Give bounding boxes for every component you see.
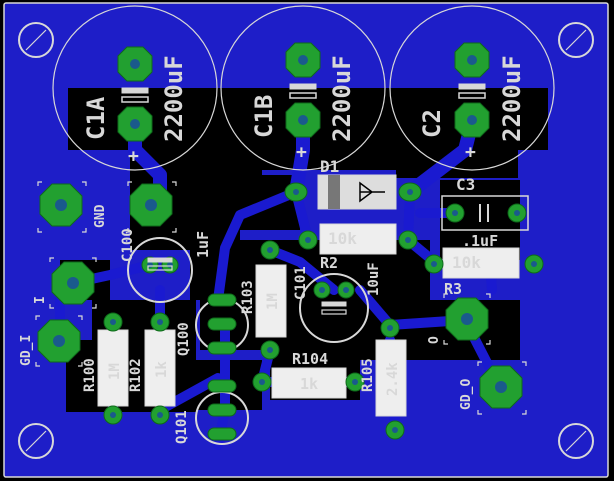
r102-ref-label: R102 xyxy=(128,358,144,392)
r100-val-label: 1M xyxy=(107,363,123,380)
c2-plus-label: + xyxy=(465,142,476,163)
d1-symbol xyxy=(359,181,385,203)
c100-val-label: 1uF xyxy=(194,231,212,258)
c101-ref-label: C101 xyxy=(293,266,309,300)
c2-ref-label: C2 xyxy=(418,109,446,138)
c2-pad-bottom xyxy=(454,102,490,138)
c101-outline xyxy=(299,273,369,343)
c1a-ref-label: C1A xyxy=(82,96,110,140)
r3-body xyxy=(442,247,520,279)
mount-hole-top-left xyxy=(18,22,54,58)
c1b-plus-label: + xyxy=(296,142,307,163)
r104-body xyxy=(271,367,347,399)
gd-o-label: GD_O xyxy=(459,379,474,410)
c101-val-label: 10uF xyxy=(366,262,382,296)
r100-ref-label: R100 xyxy=(82,358,98,392)
pad-gnd xyxy=(129,183,173,227)
r3-ref-label: R3 xyxy=(444,280,462,298)
r2-body xyxy=(319,223,397,255)
r103-body xyxy=(255,264,287,338)
mount-hole-bottom-left xyxy=(18,423,54,459)
cap-symbols xyxy=(121,83,486,315)
pad-gd-i xyxy=(37,319,81,363)
r105-val-label: 2.4k xyxy=(385,362,401,396)
r105-ref-label: R105 xyxy=(360,358,376,392)
c100-outline xyxy=(127,237,193,303)
c3-val-label: .1uF xyxy=(462,232,498,250)
c1a-plus-label: + xyxy=(128,146,139,167)
r3-val-label: 10k xyxy=(452,253,481,272)
c3-ref-label: C3 xyxy=(456,175,475,194)
r105-body xyxy=(375,339,407,417)
mount-hole-top-right xyxy=(558,22,594,58)
c100-ref-label: C100 xyxy=(120,228,136,262)
r104-ref-label: R104 xyxy=(292,350,328,368)
pad-gd-o xyxy=(479,365,523,409)
c2-outline xyxy=(389,5,555,171)
pad-left-upper xyxy=(39,183,83,227)
gd-i-label: GD_I xyxy=(19,335,34,366)
r2-val-label: 10k xyxy=(328,229,357,248)
c1b-ref-label: C1B xyxy=(250,95,278,138)
silkscreen xyxy=(18,5,594,459)
pad-i xyxy=(51,261,95,305)
r103-val-label: 1M xyxy=(265,293,281,310)
c2-val-label: 2200uF xyxy=(498,55,526,142)
r104-val-label: 1k xyxy=(300,375,318,393)
c1a-outline xyxy=(52,5,218,171)
labels: C1A 2200uF + C1B 2200uF + C2 2200uF + D1… xyxy=(19,55,526,444)
gnd-label: GND xyxy=(93,204,108,228)
pad-o xyxy=(445,297,489,341)
mount-hole-bottom-right xyxy=(558,423,594,459)
o-mark-label: O xyxy=(427,336,442,344)
c1a-pad-bottom xyxy=(117,106,153,142)
r103-ref-label: R103 xyxy=(240,280,256,314)
i-mark-label: I xyxy=(33,296,48,304)
q101-ref-label: Q101 xyxy=(174,410,190,444)
c1b-val-label: 2200uF xyxy=(328,55,356,142)
c1a-pad-top xyxy=(117,46,153,82)
c2-pad-top xyxy=(454,42,490,78)
r2-ref-label: R2 xyxy=(320,254,338,272)
d1-band xyxy=(328,175,340,209)
c1b-outline xyxy=(220,5,386,171)
q100-ref-label: Q100 xyxy=(176,322,192,356)
pads xyxy=(37,42,544,441)
c3-body xyxy=(441,195,529,231)
small-pads xyxy=(103,182,544,441)
c1b-pad-top xyxy=(285,42,321,78)
c1a-val-label: 2200uF xyxy=(160,55,188,142)
c1b-pad-bottom xyxy=(285,102,321,138)
d1-ref-label: D1 xyxy=(320,157,339,176)
r102-val-label: 1k xyxy=(154,361,170,378)
